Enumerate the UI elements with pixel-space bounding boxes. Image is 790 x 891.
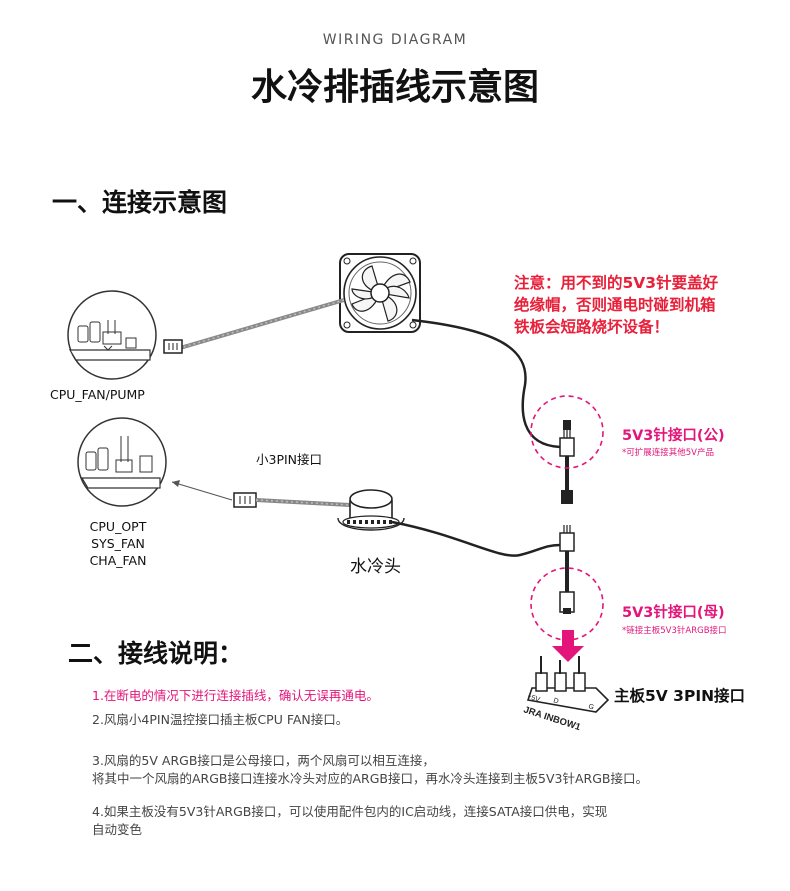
small-3pin-connector-icon xyxy=(233,492,257,508)
section-connection-heading: 一、连接示意图 xyxy=(52,188,228,217)
warning-line-3: 铁板会短路烧坏设备！ xyxy=(514,318,670,336)
note-4-line-2: 自动变色 xyxy=(92,822,143,837)
note-3-line-1: 3.风扇的5V ARGB接口是公母接口，两个风扇可以相互连接， xyxy=(92,753,435,768)
kicker-text: WIRING DIAGRAM xyxy=(322,32,468,48)
fan-4pin-connector-icon xyxy=(163,339,183,354)
warning-line-2: 绝缘帽，否则通电时碰到机箱 xyxy=(514,296,716,314)
male-port-note: *可扩展连接其他5V产品 xyxy=(622,448,714,458)
opt-label-cpu-opt: CPU_OPT xyxy=(89,519,147,534)
warning-note: 注意：用不到的5V3针要盖好 绝缘帽，否则通电时碰到机箱 铁板会短路烧坏设备！ xyxy=(514,272,754,338)
arrow-down-icon xyxy=(552,630,584,662)
note-3-line-2: 将其中一个风扇的ARGB接口连接水冷头对应的ARGB接口，再水冷头连接到主板5V… xyxy=(92,771,648,786)
male-port-title: 5V3针接口(公) xyxy=(622,428,725,444)
female-port-title: 5V3针接口(母) xyxy=(622,605,725,621)
motherboard-cpu-fan-icon xyxy=(67,290,157,380)
pump-argb-cable xyxy=(391,520,561,557)
note-4-line-1: 4.如果主板没有5V3针ARGB接口，可以使用配件包内的IC启动线，连接SATA… xyxy=(92,804,608,819)
female-5v3pin-connector-icon xyxy=(559,591,575,614)
motherboard-argb-header-icon: +5V D G JRA INBOW1 xyxy=(522,656,610,733)
opt-label-cha-fan: CHA_FAN xyxy=(89,553,147,568)
header-pin-g: G xyxy=(587,703,594,711)
male-port-highlight-circle xyxy=(530,395,604,469)
board-header-label: 主板5V 3PIN接口 xyxy=(614,687,746,705)
warning-line-1: 注意：用不到的5V3针要盖好 xyxy=(514,274,719,292)
water-block-icon xyxy=(337,489,405,531)
section-instructions-heading: 二、接线说明： xyxy=(68,639,244,668)
fan-argb-cable xyxy=(411,318,561,449)
fan-icon xyxy=(339,253,421,333)
opt-label-sys-fan: SYS_FAN xyxy=(91,536,145,551)
male-5v3pin-connector-icon xyxy=(559,420,575,504)
female-port-note: *链接主板5V3针ARGB接口 xyxy=(622,626,727,636)
small-3pin-label: 小3PIN接口 xyxy=(256,452,323,467)
middle-5v3pin-connector-icon xyxy=(559,525,575,592)
cpu-fan-label: CPU_FAN/PUMP xyxy=(50,387,145,402)
note-2: 2.风扇小4PIN温控接口插主板CPU FAN接口。 xyxy=(92,712,349,727)
opt-labels: CPU_OPT SYS_FAN CHA_FAN xyxy=(72,518,164,569)
note-1: 1.在断电的情况下进行连接插线，确认无误再通电。 xyxy=(92,688,379,703)
header-pin-5v: +5V xyxy=(526,693,541,704)
water-block-label: 水冷头 xyxy=(350,557,401,577)
motherboard-opt-header-icon xyxy=(77,417,167,507)
arrow-to-opt-header xyxy=(171,481,233,501)
header-pin-d: D xyxy=(552,697,559,705)
page-title: 水冷排插线示意图 xyxy=(250,67,539,108)
